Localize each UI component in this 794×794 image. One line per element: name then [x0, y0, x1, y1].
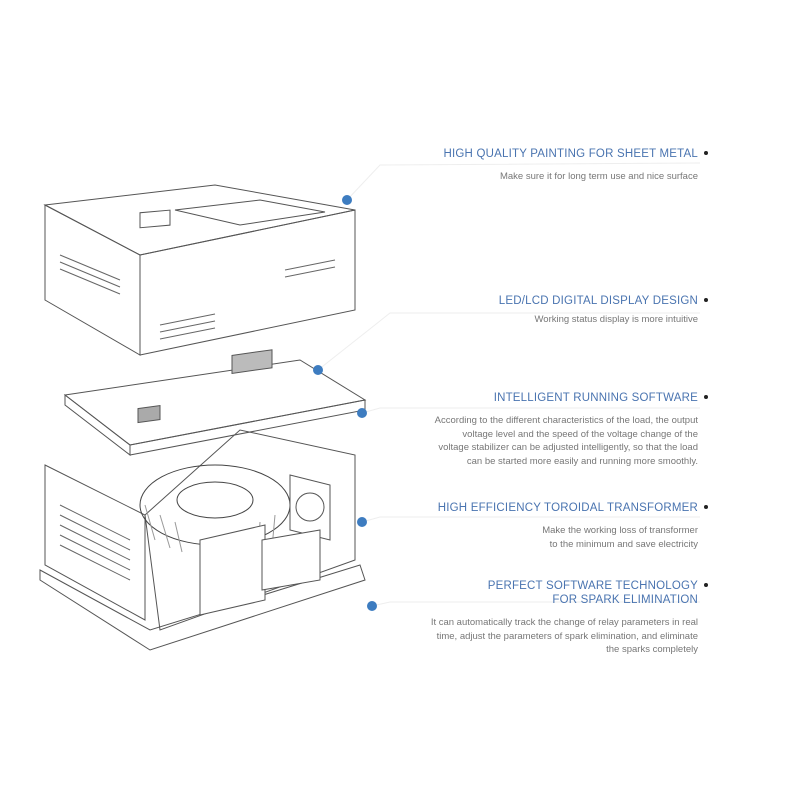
connector-lines: [317, 162, 701, 607]
desc-line: According to the different characteristi…: [434, 415, 698, 426]
desc-line: voltage level and the speed of the volta…: [462, 428, 698, 440]
feature-title: INTELLIGENT RUNNING SOFTWARE: [435, 391, 708, 405]
feature-transformer: HIGH EFFICIENCY TOROIDAL TRANSFORMER Mak…: [438, 501, 708, 551]
desc-line: the sparks completely: [606, 644, 698, 655]
display-panel: [63, 349, 367, 457]
top-cover: [43, 184, 356, 356]
desc-line: can be started more easily and running m…: [466, 455, 698, 467]
bullet-icon: [704, 395, 708, 399]
desc-line: It can automatically track the change of…: [430, 617, 698, 628]
feature-title: LED/LCD DIGITAL DISPLAY DESIGN: [499, 294, 708, 308]
bullet-icon: [704, 298, 708, 302]
feature-desc: Working status display is more intuitive: [499, 313, 699, 327]
callout-dot: [313, 365, 323, 375]
bullet-icon: [704, 583, 708, 587]
feature-display: LED/LCD DIGITAL DISPLAY DESIGN Working s…: [499, 294, 708, 327]
feature-spark-elimination: PERFECT SOFTWARE TECHNOLOGY FOR SPARK EL…: [431, 579, 708, 657]
feature-desc: It can automatically track the change of…: [431, 616, 698, 657]
feature-title: HIGH QUALITY PAINTING FOR SHEET METAL: [444, 147, 708, 161]
title-line: FOR SPARK ELIMINATION: [552, 594, 698, 606]
callout-dot: [367, 601, 377, 611]
desc-line: Make sure it for long term use and nice …: [499, 171, 698, 182]
desc-line: time, adjust the parameters of spark eli…: [436, 630, 698, 642]
desc-line: to the minimum and save electricity: [549, 538, 698, 550]
bullet-icon: [704, 151, 708, 155]
feature-desc: According to the different characteristi…: [435, 414, 698, 468]
desc-line: voltage stabilizer can be adjusted intel…: [438, 442, 698, 453]
feature-title: PERFECT SOFTWARE TECHNOLOGY FOR SPARK EL…: [431, 579, 708, 607]
desc-line: Make the working loss of transformer: [542, 525, 698, 536]
callout-dot: [342, 195, 352, 205]
base-chassis: [39, 429, 366, 651]
callout-dot: [357, 517, 367, 527]
feature-title: HIGH EFFICIENCY TOROIDAL TRANSFORMER: [438, 501, 708, 515]
bullet-icon: [704, 505, 708, 509]
feature-software: INTELLIGENT RUNNING SOFTWARE According t…: [435, 391, 708, 468]
callout-dot: [357, 408, 367, 418]
callout-dots: [313, 195, 377, 611]
title-line: PERFECT SOFTWARE TECHNOLOGY: [487, 580, 698, 592]
feature-desc: Make sure it for long term use and nice …: [444, 170, 698, 184]
feature-desc: Make the working loss of transformer to …: [438, 524, 698, 551]
feature-sheet-metal: HIGH QUALITY PAINTING FOR SHEET METAL Ma…: [444, 147, 708, 184]
desc-line: Working status display is more intuitive: [534, 314, 699, 325]
